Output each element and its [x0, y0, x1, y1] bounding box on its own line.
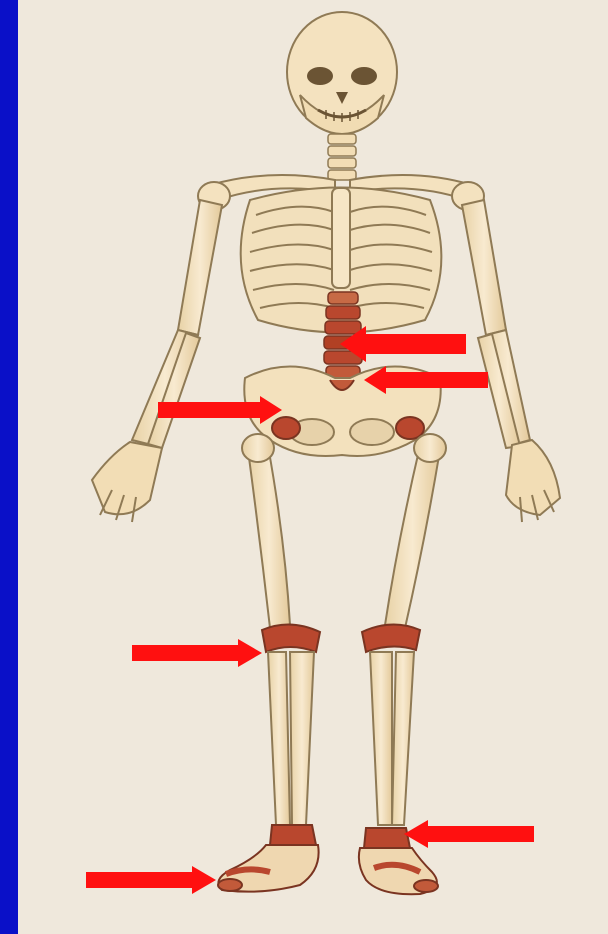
- feet: [218, 825, 438, 894]
- arrow-ankle: [404, 820, 534, 848]
- arrow-knee: [132, 639, 262, 667]
- femurs: [242, 434, 446, 628]
- cervical-spine: [328, 134, 356, 180]
- knees-affected: [262, 624, 420, 652]
- skull: [287, 12, 397, 134]
- lower-legs: [268, 652, 414, 825]
- arrow-foot: [86, 866, 216, 894]
- arrow-lumbar-spine: [340, 326, 466, 362]
